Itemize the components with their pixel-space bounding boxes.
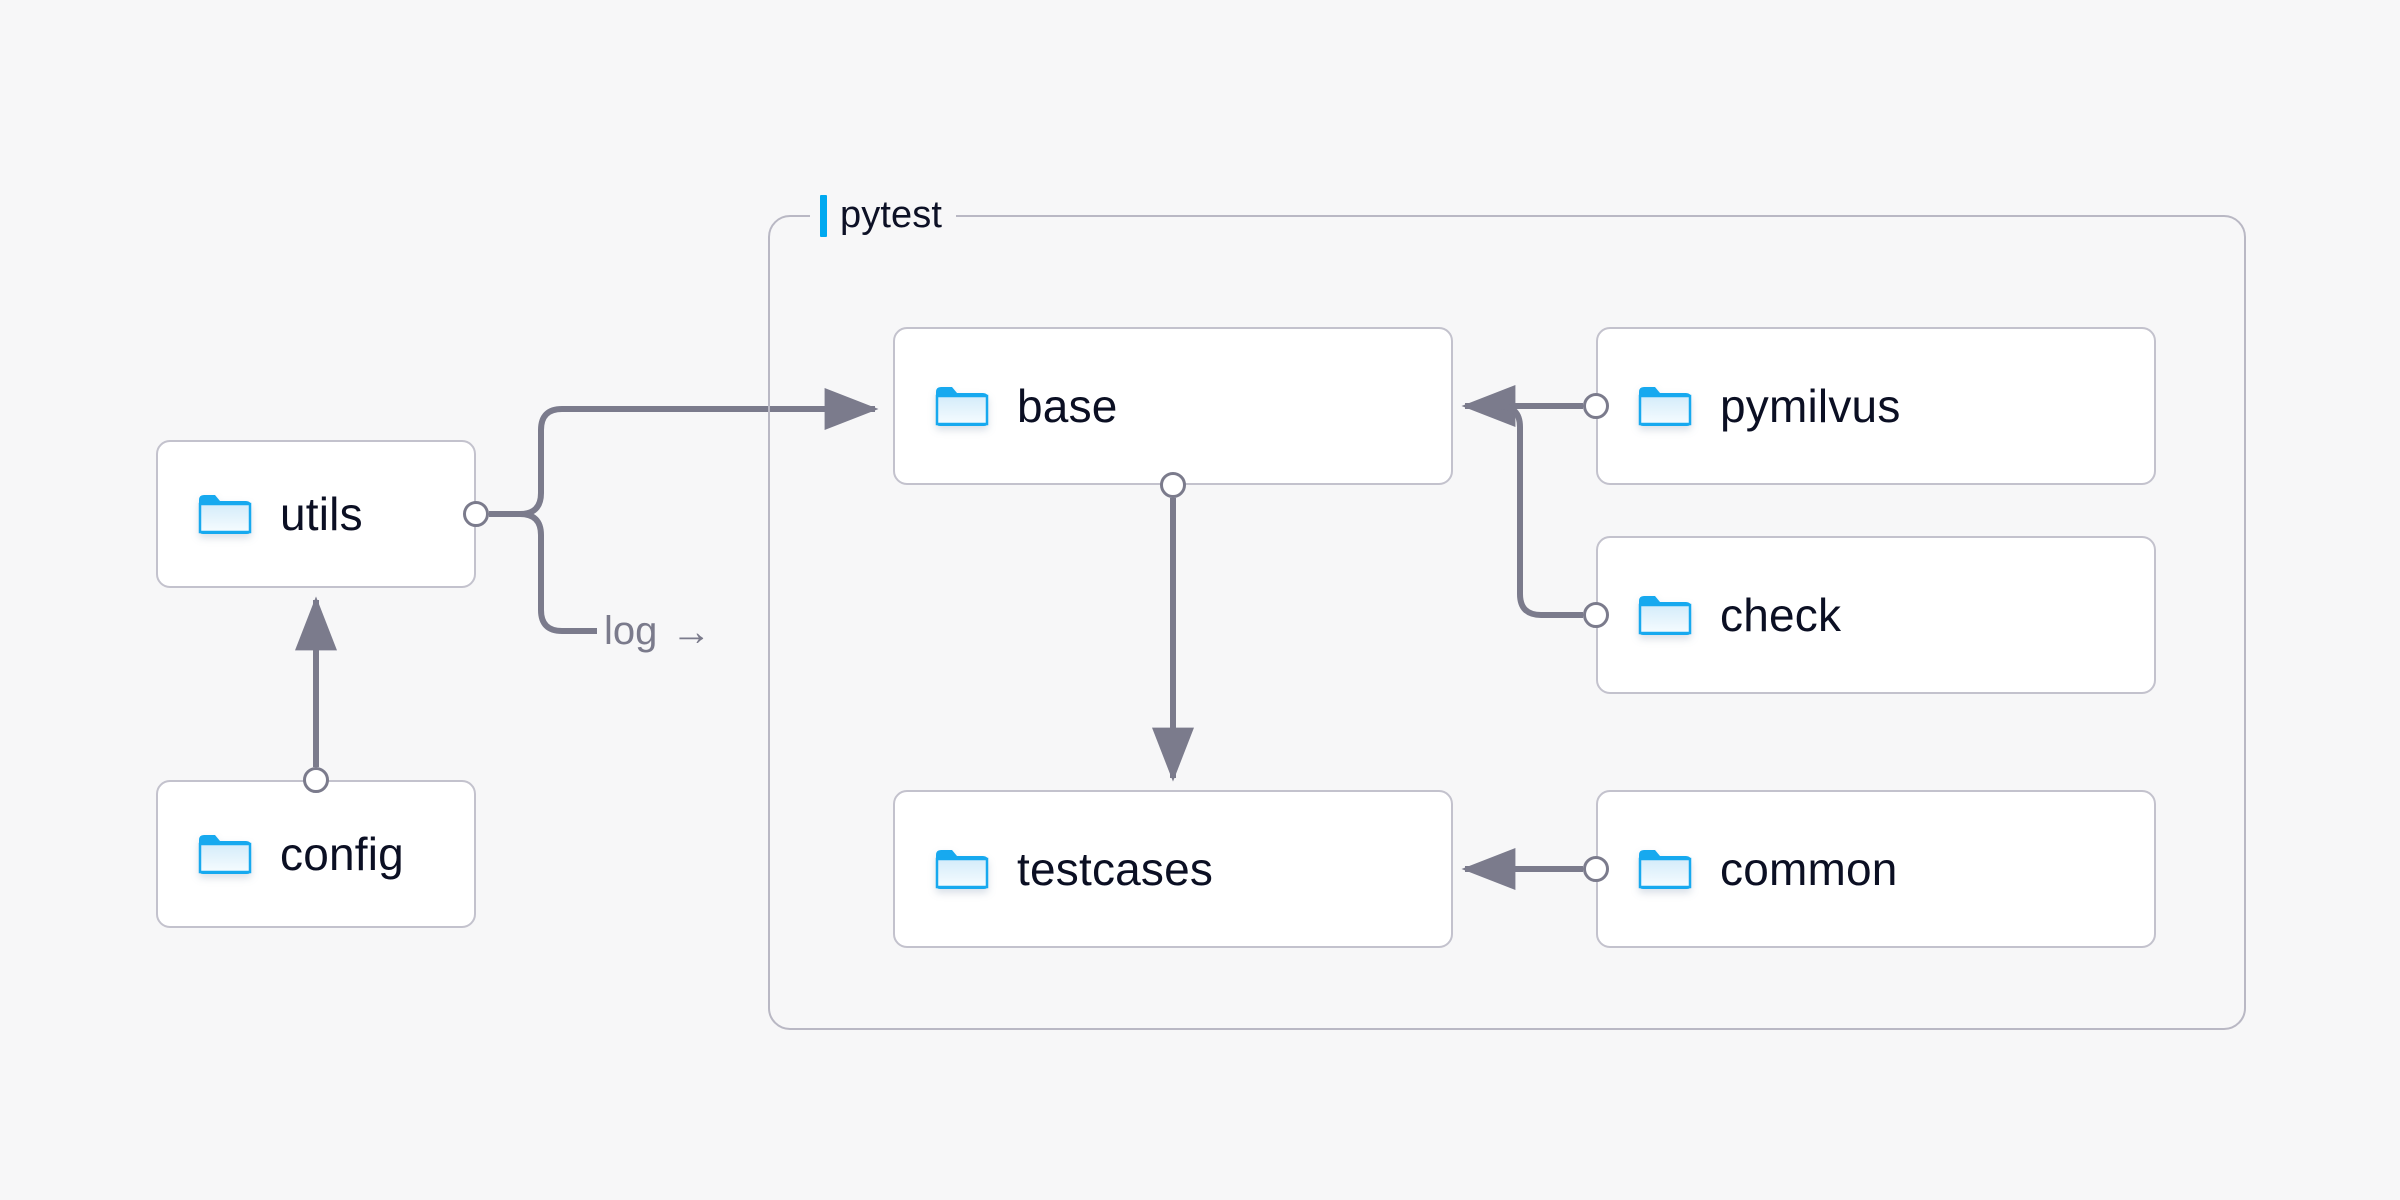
port-utils-right[interactable] (463, 501, 489, 527)
port-check-left[interactable] (1583, 602, 1609, 628)
folder-icon (198, 835, 252, 874)
folder-icon (1638, 850, 1692, 889)
node-base[interactable]: base (893, 327, 1453, 485)
pytest-group-container[interactable] (768, 215, 2246, 1030)
group-title-text: pytest (840, 194, 942, 236)
node-label-config: config (280, 828, 404, 880)
node-label-utils: utils (280, 488, 363, 540)
folder-icon (935, 850, 989, 889)
pytest-group-label: pytest (810, 194, 956, 237)
node-testcases[interactable]: testcases (893, 790, 1453, 948)
edge-utils-to-log (489, 511, 597, 634)
folder-icon (1638, 387, 1692, 426)
edge-label-log-text: log (604, 609, 658, 653)
group-accent-bar (820, 194, 827, 237)
node-label-pymilvus: pymilvus (1720, 380, 1901, 432)
node-label-common: common (1720, 843, 1898, 895)
folder-icon (1638, 596, 1692, 635)
port-pymilvus-left[interactable] (1583, 393, 1609, 419)
node-utils[interactable]: utils (156, 440, 476, 588)
edge-label-log: log → (604, 609, 711, 654)
node-config[interactable]: config (156, 780, 476, 928)
folder-icon (935, 387, 989, 426)
arrow-right-icon: → (671, 609, 712, 654)
node-label-base: base (1017, 380, 1118, 432)
node-common[interactable]: common (1596, 790, 2156, 948)
port-base-bottom[interactable] (1160, 472, 1186, 498)
port-common-left[interactable] (1583, 856, 1609, 882)
folder-icon (198, 495, 252, 534)
port-config-top[interactable] (303, 767, 329, 793)
node-label-testcases: testcases (1017, 843, 1214, 895)
node-pymilvus[interactable]: pymilvus (1596, 327, 2156, 485)
node-label-check: check (1720, 589, 1842, 641)
node-check[interactable]: check (1596, 536, 2156, 694)
